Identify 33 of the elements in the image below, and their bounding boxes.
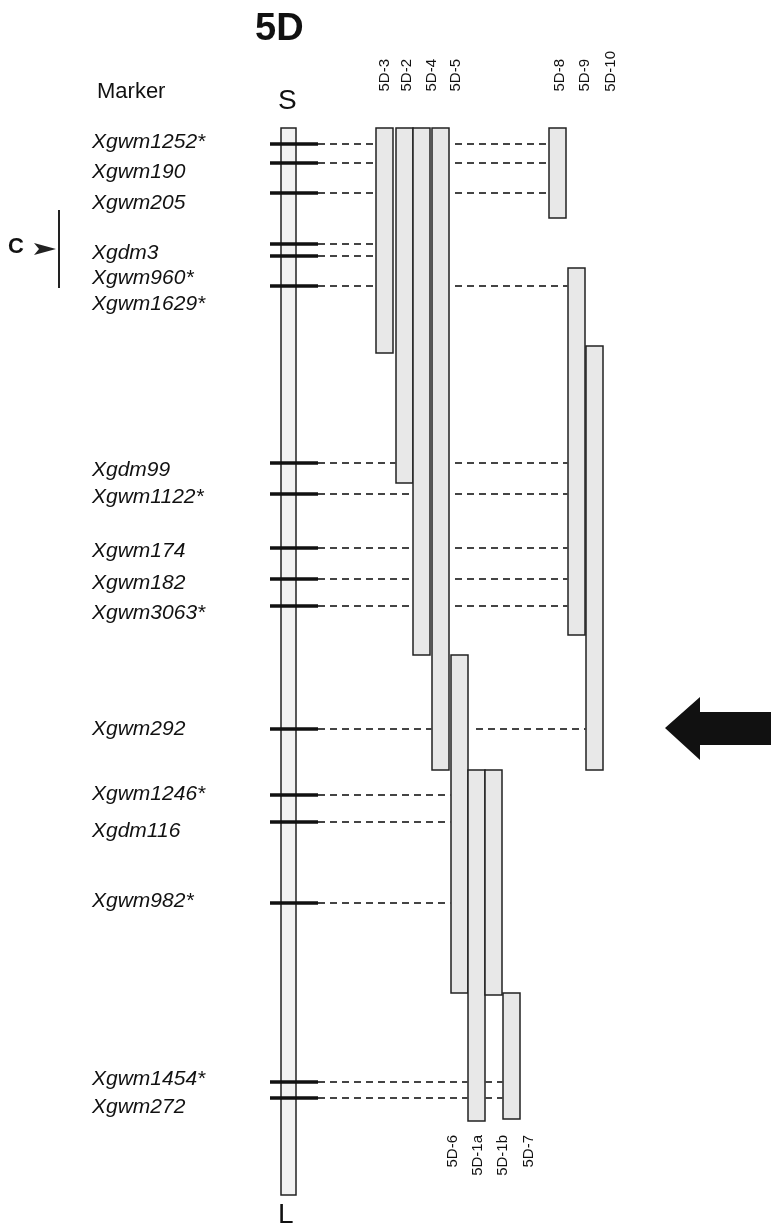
deletion-bin-label: 5D-10	[602, 51, 617, 92]
arm-label: S	[278, 86, 297, 114]
marker-name: Xgdm116	[92, 819, 181, 840]
chromosome-title: 5D	[255, 8, 304, 46]
marker-name: Xgwm190	[92, 160, 186, 181]
marker-name: Xgwm1454*	[92, 1067, 206, 1088]
deletion-bin-label: 5D-7	[520, 1135, 535, 1168]
marker-name: Xgwm3063*	[92, 601, 206, 622]
deletion-bin-label: 5D-5	[447, 59, 462, 92]
marker-name: Xgwm960*	[92, 266, 194, 287]
marker-name: Xgwm174	[92, 539, 186, 560]
arm-label: L	[278, 1200, 294, 1227]
marker-name: Xgdm3	[92, 241, 159, 262]
marker-name: Xgwm1122*	[92, 485, 204, 506]
marker-name: Xgwm182	[92, 571, 186, 592]
marker-name: Xgwm1246*	[92, 782, 206, 803]
deletion-bin-label: 5D-3	[376, 59, 391, 92]
region-label: C	[8, 235, 24, 257]
marker-name: Xgdm99	[92, 458, 171, 479]
marker-heading: Marker	[97, 80, 166, 102]
deletion-bin-label: 5D-9	[576, 59, 591, 92]
deletion-bin-label: 5D-6	[444, 1135, 459, 1168]
marker-name: Xgwm272	[92, 1095, 186, 1116]
deletion-bin-label: 5D-1a	[469, 1135, 484, 1176]
marker-name: Xgwm292	[92, 717, 186, 738]
marker-name: Xgwm1252*	[92, 130, 206, 151]
marker-name: Xgwm1629*	[92, 292, 206, 313]
deletion-bin-label: 5D-1b	[494, 1135, 509, 1176]
marker-name: Xgwm205	[92, 191, 186, 212]
marker-name: Xgwm982*	[92, 889, 194, 910]
deletion-bin-label: 5D-8	[551, 59, 566, 92]
deletion-bin-label: 5D-4	[423, 59, 438, 92]
deletion-bin-label: 5D-2	[398, 59, 413, 92]
